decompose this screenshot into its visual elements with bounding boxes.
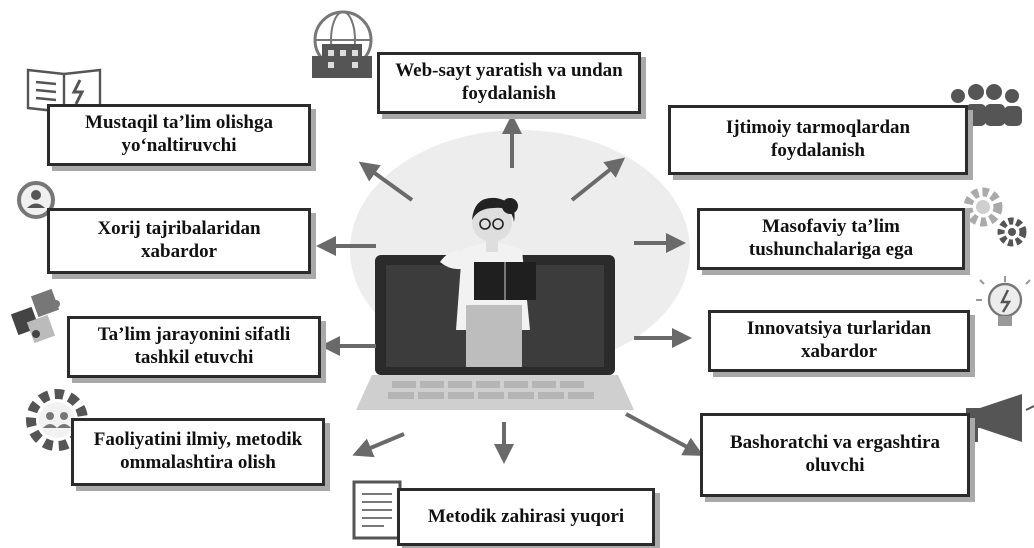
- arrows: [316, 114, 704, 464]
- arrow-mustaqil: [358, 161, 414, 202]
- box-talim: Ta’lim jarayonini sifatli tashkil etuvch…: [67, 316, 321, 378]
- teacher-laptop-illustration: [350, 130, 690, 410]
- box-bashoratchi-label: Bashoratchi va ergashtira oluvchi: [729, 432, 941, 476]
- box-mustaqil: Mustaqil ta’lim olishga yo‘naltiruvchi: [47, 104, 311, 166]
- document-list-icon: [352, 480, 402, 540]
- box-masofaviy: Masofaviy ta’lim tushunchalariga ega: [697, 208, 965, 270]
- box-bashoratchi: Bashoratchi va ergashtira oluvchi: [700, 413, 970, 497]
- arrow-bashoratchi: [625, 412, 704, 456]
- gears-icon: [963, 187, 1027, 247]
- box-web: Web-sayt yaratish va undan foydalanish: [377, 52, 641, 114]
- puzzle-icon: [10, 288, 60, 344]
- box-xorij: Xorij tajribalaridan xabardor: [47, 208, 311, 274]
- box-ijtimoiy: Ijtimoiy tarmoqlardan foydalanish: [668, 105, 968, 175]
- box-talim-label: Ta’lim jarayonini sifatli tashkil etuvch…: [97, 324, 291, 368]
- lightbulb-icon: [976, 276, 1031, 326]
- box-metodik: Metodik zahirasi yuqori: [397, 488, 655, 546]
- box-faoliyat-label: Faoliyatini ilmiy, metodik ommalashtira …: [93, 429, 303, 473]
- megaphone-icon: [966, 394, 1034, 442]
- arrow-faoliyat: [352, 432, 405, 458]
- box-faoliyat: Faoliyatini ilmiy, metodik ommalashtira …: [71, 418, 325, 486]
- box-web-label: Web-sayt yaratish va undan foydalanish: [395, 60, 623, 104]
- box-innovatsiya: Innovatsiya turlaridan xabardor: [708, 310, 970, 372]
- box-xorij-label: Xorij tajribalaridan xabardor: [97, 218, 261, 262]
- people-group-icon: [948, 84, 1022, 126]
- box-innovatsiya-label: Innovatsiya turlaridan xabardor: [746, 318, 932, 362]
- box-metodik-label: Metodik zahirasi yuqori: [427, 505, 625, 527]
- box-masofaviy-label: Masofaviy ta’lim tushunchalariga ega: [748, 216, 914, 260]
- box-ijtimoiy-label: Ijtimoiy tarmoqlardan foydalanish: [725, 117, 911, 161]
- building-globe-icon: [312, 10, 373, 78]
- arrow-ijtimoiy: [570, 157, 626, 202]
- box-mustaqil-label: Mustaqil ta’lim olishga yo‘naltiruvchi: [85, 112, 273, 156]
